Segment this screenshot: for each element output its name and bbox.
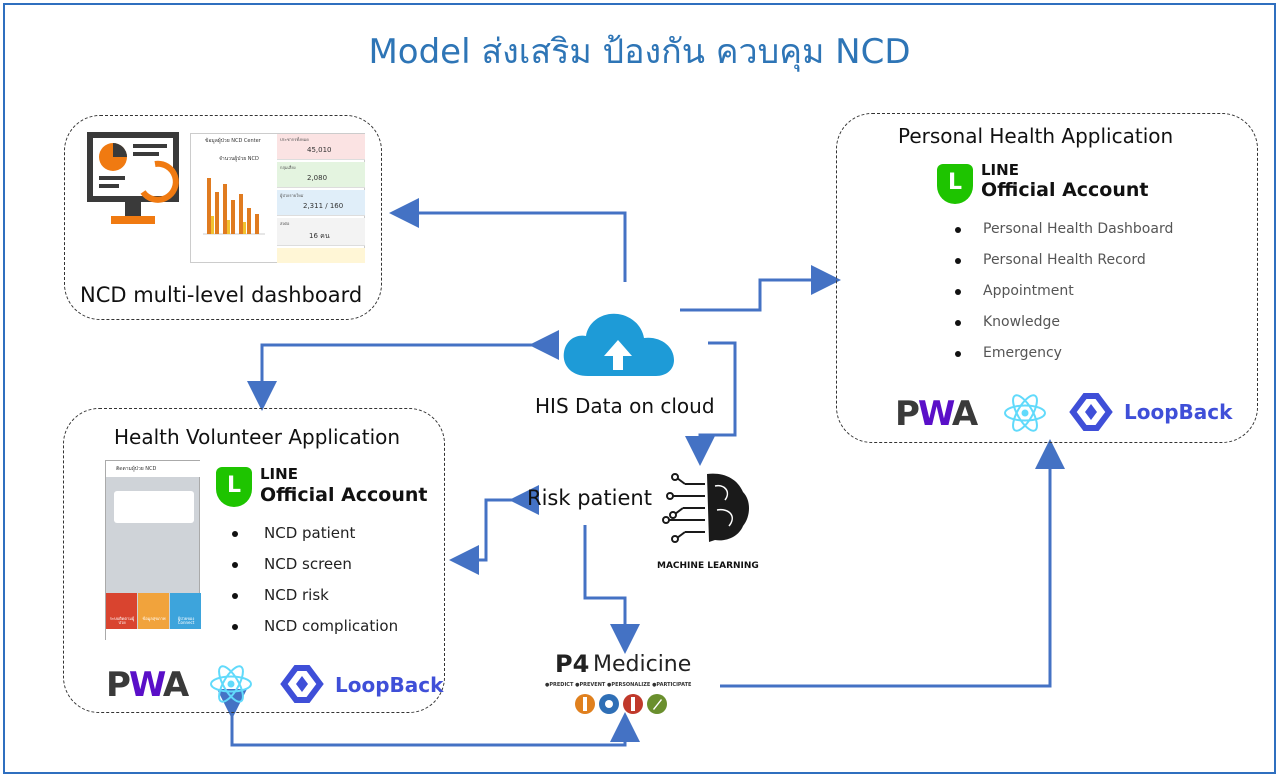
stat-card-4: ส่งต่อ 16 คน <box>277 218 365 246</box>
list-item: Emergency <box>955 345 1173 376</box>
personal-health-panel <box>836 113 1258 443</box>
p4-tagline: ●PREDICT ●PREVENT ●PERSONALIZE ●PARTICIP… <box>545 682 692 688</box>
personal-pwa-logo: PWA <box>895 394 978 434</box>
cloud-label: HIS Data on cloud <box>535 394 715 418</box>
stat-card-5 <box>277 248 365 263</box>
list-item: Personal Health Dashboard <box>955 221 1173 252</box>
stat-value-4: 16 คน <box>309 232 330 240</box>
dashboard-chart-caption: จำนวนผู้ป่วย NCD <box>219 156 259 162</box>
volunteer-line-bottom: Official Account <box>260 484 428 506</box>
stat-value-1: 45,010 <box>307 146 332 154</box>
arrow-risk-to-p4 <box>583 525 640 654</box>
volunteer-loopback-label: LoopBack <box>335 673 444 697</box>
dashboard-label: NCD multi-level dashboard <box>80 283 363 307</box>
react-logo-icon <box>1004 394 1046 432</box>
stat-card-1: ประชากรทั้งหมด 45,010 <box>277 134 365 160</box>
arrow-risk-volunteer <box>449 485 539 575</box>
volunteer-panel <box>63 408 445 713</box>
phone-screenshot: ติดตามผู้ป่วย NCD ระบบติดตามผู้ป่วย ข้อม… <box>105 460 201 640</box>
arrow-cloud-to-personal <box>680 265 841 312</box>
personal-line-bottom: Official Account <box>981 179 1149 201</box>
p4-word: Medicine <box>593 652 692 677</box>
dashboard-panel <box>64 115 382 320</box>
stat-label-4: ส่งต่อ <box>280 221 290 226</box>
diagram-title: Model ส่งเสริม ป้องกัน ควบคุม NCD <box>368 32 911 72</box>
personal-loopback-label: LoopBack <box>1124 400 1233 424</box>
arrow-cloud-volunteer <box>247 330 559 411</box>
loopback-logo-icon <box>280 665 324 703</box>
phone-tile-3[interactable]: ผู้ป่วยของ Connect <box>170 593 201 629</box>
ml-label: MACHINE LEARNING <box>657 561 759 571</box>
list-item: NCD risk <box>232 586 398 617</box>
volunteer-pwa-logo: PWA <box>106 665 189 705</box>
cloud-upload-icon <box>563 313 674 376</box>
p4-medicine-logo: P4 Medicine ●PREDICT ●PREVENT ●PERSONALI… <box>545 650 693 720</box>
list-item: Personal Health Record <box>955 252 1173 283</box>
arrow-cloud-to-dashboard <box>389 198 627 282</box>
volunteer-feature-list: NCD patient NCD screen NCD risk NCD comp… <box>232 524 398 648</box>
phone-tile-2[interactable]: ข้อมูลสุขภาพ <box>138 593 169 629</box>
dashboard-screen-title: ข้อมูลผู้ป่วย NCD Center <box>205 138 261 144</box>
list-item: NCD complication <box>232 617 398 648</box>
stat-card-2: กลุ่มเสี่ยง 2,080 <box>277 162 365 188</box>
list-item: NCD screen <box>232 555 398 586</box>
line-logo-icon: L <box>937 164 973 204</box>
phone-header-bar: ติดตามผู้ป่วย NCD <box>106 461 201 477</box>
list-item: Appointment <box>955 283 1173 314</box>
arrow-cloud-to-ml <box>685 341 737 466</box>
diagram-frame <box>3 3 1276 774</box>
phone-message-bubble <box>114 491 194 523</box>
arrow-volunteer-p4 <box>217 689 640 747</box>
phone-bottom-bar <box>106 629 201 640</box>
list-item: NCD patient <box>232 524 398 555</box>
monitor-dashboard-icon <box>87 132 179 224</box>
volunteer-line-top: LINE <box>260 465 298 483</box>
stat-label-2: กลุ่มเสี่ยง <box>280 165 296 170</box>
loopback-logo-icon <box>1069 393 1113 431</box>
p4-pillar-icons <box>575 694 667 714</box>
list-item: Knowledge <box>955 314 1173 345</box>
personal-feature-list: Personal Health Dashboard Personal Healt… <box>955 221 1173 376</box>
react-logo-icon <box>210 665 252 703</box>
phone-header-title: ติดตามผู้ป่วย NCD <box>116 466 157 472</box>
stat-value-3: 2,311 / 160 <box>303 202 344 210</box>
stat-value-2: 2,080 <box>307 174 328 182</box>
arrow-p4-to-personal <box>720 439 1065 688</box>
risk-label: Risk patient <box>527 486 652 510</box>
volunteer-title: Health Volunteer Application <box>114 425 401 449</box>
machine-learning-brain-icon <box>662 473 749 543</box>
personal-title: Personal Health Application <box>898 124 1174 148</box>
phone-tile-1[interactable]: ระบบติดตามผู้ป่วย <box>106 593 137 629</box>
stat-label-3: ผู้ป่วยรายใหม่ <box>280 193 304 198</box>
personal-line-top: LINE <box>981 161 1019 179</box>
dashboard-bar-chart <box>203 178 265 235</box>
stat-label-1: ประชากรทั้งหมด <box>280 137 309 142</box>
stat-card-3: ผู้ป่วยรายใหม่ 2,311 / 160 <box>277 190 365 216</box>
dashboard-screenshot: ข้อมูลผู้ป่วย NCD Center จำนวนผู้ป่วย NC… <box>190 133 365 263</box>
p4-brand: P4 <box>555 650 590 678</box>
line-logo-icon: L <box>216 467 252 507</box>
